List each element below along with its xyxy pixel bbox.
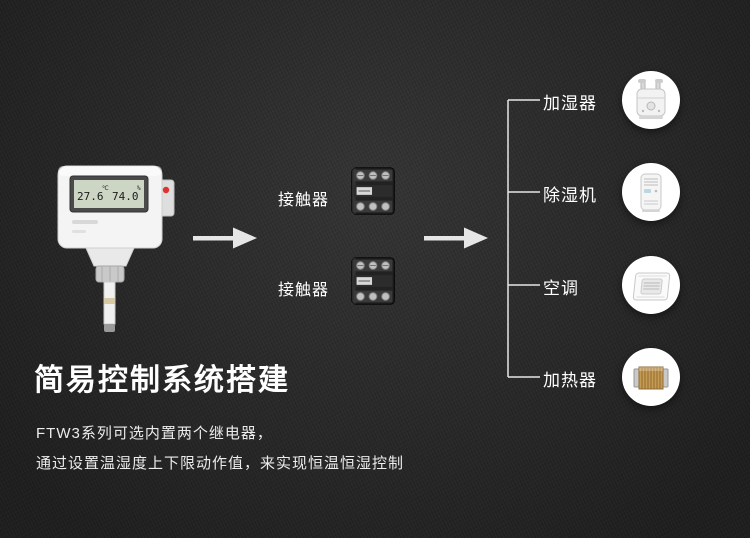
device-label-dehumidifier: 除湿机 xyxy=(543,186,597,205)
heater-icon xyxy=(622,348,680,406)
device-label-air-conditioner: 空调 xyxy=(543,279,579,298)
temperature-humidity-sensor: 27.6 ℃ 74.0 % xyxy=(57,165,175,332)
device-label-heater: 加热器 xyxy=(543,371,597,390)
arrow-right-icon xyxy=(193,227,257,249)
lcd-temperature-unit: ℃ xyxy=(102,185,109,192)
arrow-right-icon xyxy=(424,227,488,249)
lcd-humidity-value: 74.0 xyxy=(112,190,139,203)
air-conditioner-icon xyxy=(622,256,680,314)
description-line-2: 通过设置温湿度上下限动作值，来实现恒温恒湿控制 xyxy=(36,455,405,472)
contactor-label: 接触器 xyxy=(278,282,330,299)
dehumidifier-icon xyxy=(622,163,680,221)
sensor-lcd-display: 27.6 ℃ 74.0 % xyxy=(69,175,149,213)
connector-tree-lines xyxy=(507,99,540,378)
description-line-1: FTW3系列可选内置两个继电器， xyxy=(36,425,273,442)
sensor-led-indicator xyxy=(162,186,170,194)
sensor-probe xyxy=(103,281,116,332)
contactor-label: 接触器 xyxy=(278,192,330,209)
contactor-icon xyxy=(351,257,395,305)
sensor-neck xyxy=(85,247,135,267)
page-title: 简易控制系统搭建 xyxy=(34,364,290,397)
device-label-humidifier: 加湿器 xyxy=(543,94,597,113)
humidifier-icon xyxy=(622,71,680,129)
lcd-humidity-unit: % xyxy=(137,185,141,192)
lcd-temperature-value: 27.6 xyxy=(77,190,104,203)
contactor-icon xyxy=(351,167,395,215)
